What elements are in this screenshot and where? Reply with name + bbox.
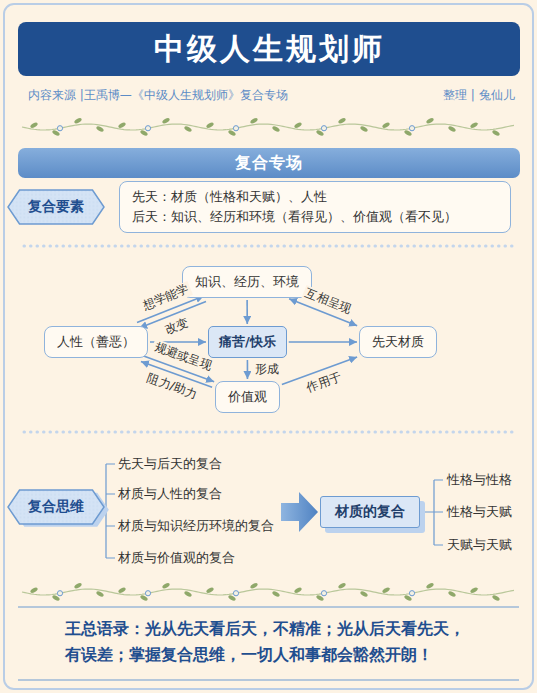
vine-leaf	[360, 125, 369, 132]
node-text: 痛苦/快乐	[219, 333, 276, 351]
vine-flower	[233, 591, 238, 596]
vine-leaf	[426, 582, 435, 589]
vine-leaf	[272, 590, 281, 597]
node-text: 知识、经历、环境	[195, 273, 299, 291]
list-item: 天赋与天赋	[447, 536, 512, 554]
quote-caption: 王总语录：光从先天看后天，不精准；光从后天看先天，有误差；掌握复合思维，一切人和…	[65, 616, 473, 668]
vine-leaf	[184, 125, 193, 132]
vine-leaf	[118, 122, 127, 129]
content-box: 先天：材质（性格和天赋）、人性后天：知识、经历和环境（看得见）、价值观（看不见）	[119, 181, 511, 233]
source-note: 整理 | 兔仙儿	[443, 87, 515, 104]
list-item: 性格与性格	[447, 471, 512, 489]
vine-leaf	[338, 582, 347, 589]
vine-leaf	[470, 122, 479, 129]
vine-flower	[321, 126, 326, 131]
hexagon-tag: 复合思维	[8, 490, 104, 524]
node-text: 复合要素	[24, 198, 88, 216]
vine-leaf	[184, 590, 193, 597]
vine-flower	[409, 126, 414, 131]
hexagon-tag: 复合要素	[8, 190, 104, 224]
section-band: 复合专场	[18, 148, 520, 178]
source-note: 内容来源 |王禹博—《中级人生规划师》复合专场	[28, 87, 288, 104]
vine-leaf	[206, 122, 215, 129]
node-text: 价值观	[228, 388, 267, 406]
vine-leaf	[294, 587, 303, 594]
node-text: 先天：材质（性格和天赋）、人性	[132, 187, 498, 207]
rule-line	[18, 607, 519, 608]
process-box: 知识、经历、环境	[182, 266, 312, 298]
vine-flower	[57, 591, 62, 596]
vine-stem	[22, 589, 514, 595]
list-item: 材质与人性的复合	[118, 485, 222, 503]
vine-leaf	[382, 587, 391, 594]
rule-line	[18, 680, 519, 681]
title-banner: 中级人生规划师	[18, 22, 520, 76]
node-text: 复合思维	[24, 498, 88, 516]
connector-arrow	[289, 341, 357, 343]
vine-leaf	[338, 117, 347, 124]
vine-leaf	[448, 125, 457, 132]
vine-leaf	[492, 594, 501, 601]
vine-leaf	[448, 590, 457, 597]
vine-leaf	[492, 129, 501, 136]
vine-leaf	[118, 587, 127, 594]
dotted-separator	[24, 431, 514, 434]
node-text: 复合专场	[18, 153, 520, 174]
page-frame	[4, 4, 533, 689]
vine-leaf	[250, 582, 259, 589]
vine-leaf	[74, 582, 83, 589]
vine-leaf	[96, 125, 105, 132]
vine-leaf	[294, 122, 303, 129]
list-item: 先天与后天的复合	[118, 455, 222, 473]
vine-flower	[145, 591, 150, 596]
big-arrow	[281, 492, 318, 532]
list-item: 材质与知识经历环境的复合	[118, 517, 274, 535]
vine-leaf	[162, 582, 171, 589]
vine-leaf	[360, 590, 369, 597]
vine-flower	[321, 591, 326, 596]
node-text: 材质的复合	[335, 503, 405, 521]
connector-arrow	[246, 300, 248, 324]
dotted-separator	[24, 245, 514, 248]
vine-ornament	[22, 117, 514, 602]
vine-leaf	[162, 117, 171, 124]
vine-leaf	[74, 117, 83, 124]
vine-flower	[57, 126, 62, 131]
vine-leaf	[96, 590, 105, 597]
node-text: 人性（善恶）	[57, 333, 135, 351]
node-text: 先天材质	[372, 333, 424, 351]
vine-leaf	[470, 587, 479, 594]
process-box: 人性（善恶）	[44, 326, 148, 358]
vine-flower	[145, 126, 150, 131]
vine-leaf	[30, 587, 39, 594]
vine-leaf	[426, 117, 435, 124]
vine-leaf	[206, 587, 215, 594]
process-box: 价值观	[215, 381, 280, 413]
list-item: 材质与价值观的复合	[118, 549, 235, 567]
list-item: 性格与天赋	[447, 503, 512, 521]
vine-stem	[22, 124, 514, 130]
vine-flower	[233, 126, 238, 131]
connector-arrow	[247, 360, 249, 379]
bracket	[424, 480, 443, 545]
node-text: 后天：知识、经历和环境（看得见）、价值观（看不见）	[132, 207, 498, 227]
process-box: 先天材质	[359, 326, 437, 358]
edge-label: 形成	[253, 362, 281, 377]
vine-leaf	[382, 122, 391, 129]
center-box: 痛苦/快乐	[208, 326, 287, 358]
vine-leaf	[250, 117, 259, 124]
vine-leaf	[30, 122, 39, 129]
vine-flower	[409, 591, 414, 596]
vine-leaf	[272, 125, 281, 132]
shadow-box: 材质的复合	[320, 496, 420, 528]
